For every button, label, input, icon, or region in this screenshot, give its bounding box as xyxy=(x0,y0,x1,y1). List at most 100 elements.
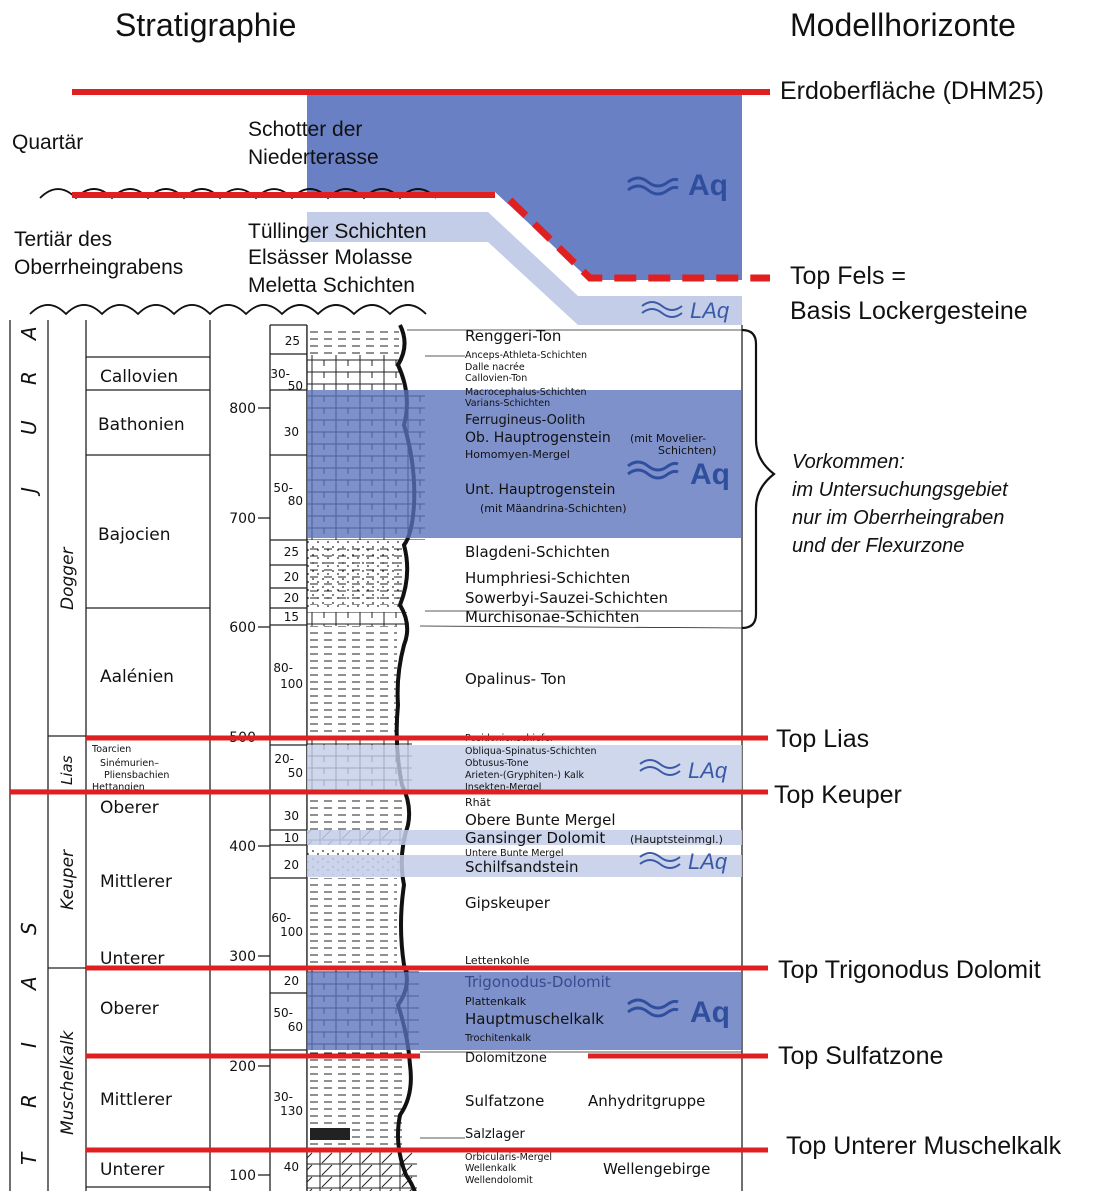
tertiary-label-1: Tertiär des xyxy=(14,228,112,251)
meletta-label: Meletta Schichten xyxy=(248,274,415,297)
svg-text:Ob. Hauptrogenstein: Ob. Hauptrogenstein xyxy=(465,430,611,446)
svg-text:600: 600 xyxy=(229,620,256,636)
svg-text:25: 25 xyxy=(284,545,299,559)
svg-text:30: 30 xyxy=(284,425,299,439)
svg-text:Rhät: Rhät xyxy=(465,796,491,809)
svg-text:Bathonien: Bathonien xyxy=(98,415,185,435)
svg-text:300: 300 xyxy=(229,949,256,965)
svg-text:100: 100 xyxy=(280,925,303,939)
svg-text:Orbicularis-Mergel: Orbicularis-Mergel xyxy=(465,1152,552,1163)
svg-text:(Hauptsteinmgl.): (Hauptsteinmgl.) xyxy=(630,833,723,846)
svg-text:Schichten): Schichten) xyxy=(658,444,716,457)
occurrence-note-1: Vorkommen: xyxy=(792,451,905,473)
svg-text:Obtusus-Tone: Obtusus-Tone xyxy=(465,758,529,769)
svg-text:700: 700 xyxy=(229,511,256,527)
gravel-label-1: Schotter der xyxy=(248,118,362,141)
occurrence-note-2: im Untersuchungsgebiet xyxy=(792,479,1009,501)
light-aquifer-label-lias: LAq xyxy=(688,758,728,783)
svg-text:60-: 60- xyxy=(271,911,291,925)
svg-text:Hauptmuschelkalk: Hauptmuschelkalk xyxy=(465,1010,604,1028)
svg-text:Callovien-Ton: Callovien-Ton xyxy=(465,373,527,384)
svg-text:J: J xyxy=(17,487,41,497)
svg-text:20: 20 xyxy=(284,591,299,605)
occurrence-note-3: nur im Oberrheingraben xyxy=(792,507,1004,529)
svg-text:25: 25 xyxy=(285,334,300,348)
trias-system-letters: S A I R T xyxy=(17,922,41,1165)
svg-text:Oberer: Oberer xyxy=(100,999,159,1019)
rock-top-label-1: Top Fels = xyxy=(790,262,906,290)
svg-text:Unterer: Unterer xyxy=(100,1160,164,1180)
svg-text:Schilfsandstein: Schilfsandstein xyxy=(465,858,579,876)
sulfat-horizon-label: Top Sulfatzone xyxy=(778,1042,943,1070)
svg-text:Trochitenkalk: Trochitenkalk xyxy=(464,1033,531,1044)
svg-text:20-: 20- xyxy=(274,752,294,766)
tertiary-label-2: Oberrheingrabens xyxy=(14,256,183,279)
svg-text:Plattenkalk: Plattenkalk xyxy=(465,995,527,1008)
svg-text:Macrocephalus-Schichten: Macrocephalus-Schichten xyxy=(465,387,586,398)
rock-top-label-2: Basis Lockergesteine xyxy=(790,297,1028,325)
svg-text:Dolomitzone: Dolomitzone xyxy=(465,1051,547,1066)
svg-text:60: 60 xyxy=(288,1020,303,1034)
svg-text:Blagdeni-Schichten: Blagdeni-Schichten xyxy=(465,543,610,561)
svg-text:Ferrugineus-Oolith: Ferrugineus-Oolith xyxy=(465,413,585,428)
jura-system-letters: A R U J xyxy=(17,326,41,497)
svg-text:Opalinus- Ton: Opalinus- Ton xyxy=(465,670,566,688)
quaternary-label: Quartär xyxy=(12,131,83,154)
svg-text:Sinémurien–: Sinémurien– xyxy=(100,758,159,769)
series-muschelkalk: Muschelkalk xyxy=(58,1029,78,1135)
svg-text:I: I xyxy=(17,1042,41,1048)
svg-text:Lettenkohle: Lettenkohle xyxy=(465,954,530,967)
surface-horizon-label: Erdoberfläche (DHM25) xyxy=(780,77,1044,105)
svg-text:Wellengebirge: Wellengebirge xyxy=(603,1160,710,1178)
svg-text:10: 10 xyxy=(284,831,299,845)
tuellinger-label: Tüllinger Schichten xyxy=(248,220,427,243)
svg-text:U: U xyxy=(17,420,41,435)
light-aquifer-label-upper: LAq xyxy=(690,298,730,323)
svg-text:Gipskeuper: Gipskeuper xyxy=(465,894,551,912)
svg-text:200: 200 xyxy=(229,1059,256,1075)
svg-text:Anhydritgruppe: Anhydritgruppe xyxy=(588,1092,705,1110)
svg-text:Homomyen-Mergel: Homomyen-Mergel xyxy=(465,448,570,461)
series-keuper: Keuper xyxy=(58,849,78,910)
svg-text:Pliensbachien: Pliensbachien xyxy=(104,770,169,781)
svg-text:Obere Bunte Mergel: Obere Bunte Mergel xyxy=(465,811,616,829)
svg-text:Anceps-Athleta-Schichten: Anceps-Athleta-Schichten xyxy=(465,350,587,361)
svg-text:Varians-Schichten: Varians-Schichten xyxy=(465,398,550,409)
svg-text:80: 80 xyxy=(288,494,303,508)
svg-text:15: 15 xyxy=(284,610,299,624)
svg-text:130: 130 xyxy=(280,1104,303,1118)
stratigraphy-header: Stratigraphie xyxy=(115,7,296,43)
svg-text:40: 40 xyxy=(284,1160,299,1174)
svg-text:Wellendolomit: Wellendolomit xyxy=(465,1175,533,1186)
svg-text:Bajocien: Bajocien xyxy=(98,525,171,545)
svg-text:R: R xyxy=(17,371,41,385)
series-lias: Lias xyxy=(58,755,76,785)
svg-text:A: A xyxy=(17,326,41,342)
svg-text:Gansinger Dolomit: Gansinger Dolomit xyxy=(465,829,605,847)
svg-text:Wellenkalk: Wellenkalk xyxy=(465,1163,517,1174)
trigonodus-horizon-label: Top Trigonodus Dolomit xyxy=(778,956,1041,984)
occurrence-brace xyxy=(742,330,774,628)
unconformity-lower xyxy=(30,305,426,314)
svg-text:80-: 80- xyxy=(273,661,293,675)
svg-text:(mit Mäandrina-Schichten): (mit Mäandrina-Schichten) xyxy=(480,502,626,515)
svg-text:Trigonodus-Dolomit: Trigonodus-Dolomit xyxy=(464,973,611,991)
svg-text:Mittlerer: Mittlerer xyxy=(100,1090,172,1110)
svg-text:400: 400 xyxy=(229,839,256,855)
svg-text:20: 20 xyxy=(284,974,299,988)
occurrence-note-4: und der Flexurzone xyxy=(792,535,964,557)
series-dogger: Dogger xyxy=(58,546,78,610)
svg-text:800: 800 xyxy=(229,401,256,417)
svg-text:Unt. Hauptrogenstein: Unt. Hauptrogenstein xyxy=(465,482,615,498)
svg-text:Salzlager: Salzlager xyxy=(465,1127,525,1142)
svg-text:Callovien: Callovien xyxy=(100,367,178,387)
aquifer-label-muschelkalk: Aq xyxy=(690,996,730,1029)
svg-text:30-: 30- xyxy=(273,1090,293,1104)
svg-text:50: 50 xyxy=(288,766,303,780)
svg-text:50-: 50- xyxy=(273,1006,293,1020)
svg-text:R: R xyxy=(17,1094,41,1108)
svg-text:Aalénien: Aalénien xyxy=(100,667,174,687)
svg-text:Sowerbyi-Sauzei-Schichten: Sowerbyi-Sauzei-Schichten xyxy=(465,589,668,607)
light-aquifer-label-keuper: LAq xyxy=(688,849,728,874)
svg-text:100: 100 xyxy=(229,1168,256,1184)
